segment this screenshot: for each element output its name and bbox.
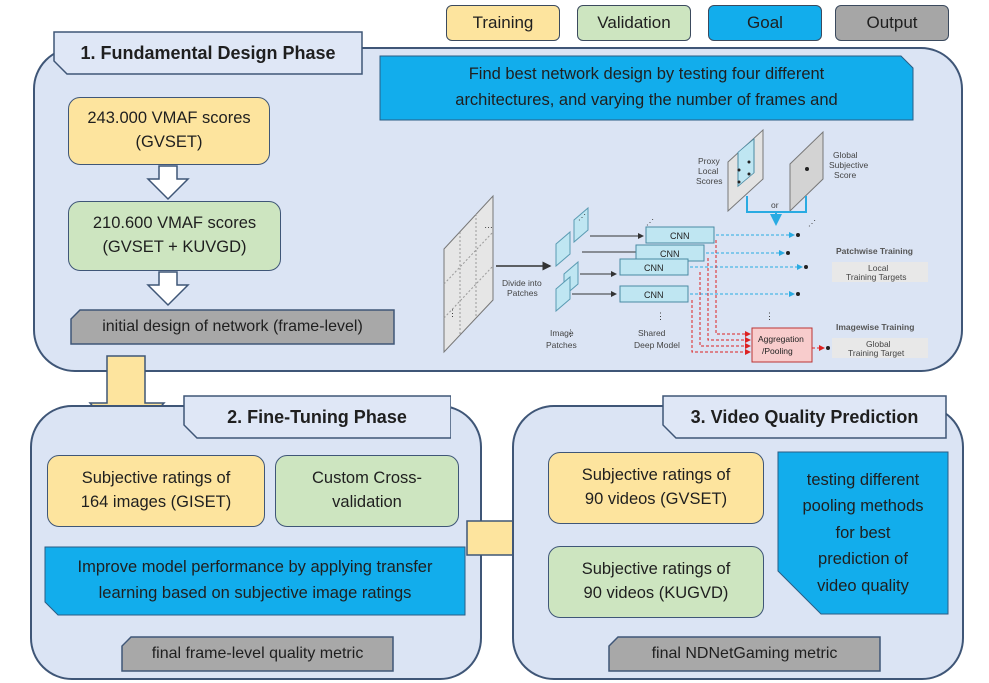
- down-arrow-icon: [146, 271, 190, 307]
- legend-training-label: Training: [472, 13, 534, 32]
- down-arrow-icon: [146, 165, 190, 201]
- input-image-shape: … ⋮: [443, 194, 494, 354]
- svg-text:⋰: ⋰: [808, 219, 816, 228]
- proxy-scores-shape: [727, 128, 764, 213]
- patchwise-title: Patchwise Training: [836, 246, 913, 256]
- phase1-title-shape: [53, 31, 363, 75]
- global-label-1: Global: [833, 150, 858, 160]
- phase3-goal-line3: for best: [835, 523, 891, 542]
- model-label-2: Deep Model: [634, 340, 680, 350]
- patchwise-target-2: Training Targets: [846, 272, 906, 282]
- imagewise-target-2: Training Target: [848, 348, 905, 358]
- patches-label-1: Image: [550, 328, 574, 338]
- phase2-output: final frame-level quality metric: [151, 645, 364, 662]
- imagewise-target-1: Global: [866, 339, 891, 349]
- phase2-title-shape: [183, 395, 451, 439]
- legend-output-label: Output: [866, 13, 918, 32]
- phase3-training-line2: 90 videos (GVSET): [584, 490, 728, 508]
- patchwise-target-1: Local: [868, 263, 888, 273]
- global-label-2: Subjective: [829, 160, 868, 170]
- phase3-goal-shape: [777, 451, 949, 615]
- phase2-training-line2: 164 images (GISET): [80, 493, 232, 511]
- phase1-validation-line2: (GVSET + KUVGD): [102, 238, 247, 256]
- phase3-title: 3. Video Quality Prediction: [690, 406, 919, 427]
- model-label-1: Shared: [638, 328, 666, 338]
- imagewise-title: Imagewise Training: [836, 322, 914, 332]
- phase3-validation-line2: 90 videos (KUGVD): [583, 584, 729, 602]
- phase2-goal-line1: Improve model performance by applying tr…: [77, 558, 433, 577]
- proxy-label-2: Local: [698, 166, 718, 176]
- phase1-title: 1. Fundamental Design Phase: [80, 42, 336, 63]
- phase2-validation-line1: Custom Cross-: [311, 469, 422, 488]
- legend-output: Output: [835, 5, 949, 41]
- phase1-goal-shape: [379, 55, 914, 121]
- phase1-validation-box: 210.600 VMAF scores (GVSET + KUVGD): [68, 201, 281, 271]
- phase1-training-box: 243.000 VMAF scores (GVSET): [68, 97, 270, 165]
- svg-text:⋮: ⋮: [448, 308, 457, 318]
- cnn-label: CNN: [660, 249, 680, 259]
- cnn-label: CNN: [670, 231, 690, 241]
- phase3-goal-line5: video quality: [817, 576, 909, 595]
- legend-training: Training: [446, 5, 560, 41]
- svg-text:⋰: ⋰: [646, 218, 654, 227]
- phase1-training-line2: (GVSET): [135, 133, 203, 151]
- phase2-output-shape: [121, 636, 394, 672]
- phase1-goal-line1: Find best network design by testing four…: [468, 65, 825, 84]
- phase2-goal-line2: learning based on subjective image ratin…: [98, 584, 412, 602]
- architecture-figure: … ⋮ Divide into Patches ⋮ ⋰ Image Patche…: [443, 128, 928, 363]
- phase1-goal: Find best network design by testing four…: [379, 55, 914, 121]
- phase3-goal: testing different pooling methods for be…: [777, 451, 949, 615]
- proxy-label-1: Proxy: [698, 156, 720, 166]
- legend-goal: Goal: [708, 5, 822, 41]
- phase3-title-shape: [662, 395, 947, 439]
- divide-label-1: Divide into: [502, 278, 542, 288]
- svg-text:⋮: ⋮: [656, 311, 665, 321]
- global-score-shape: [789, 130, 824, 213]
- svg-text:…: …: [484, 220, 493, 230]
- svg-text:⋮: ⋮: [566, 328, 575, 338]
- phase2-validation-line2: validation: [332, 493, 402, 511]
- phase2-panel: [30, 405, 482, 680]
- or-label: or: [771, 200, 779, 210]
- global-label-3: Score: [834, 170, 856, 180]
- legend-goal-label: Goal: [747, 13, 783, 32]
- patches-label-2: Patches: [546, 340, 577, 350]
- legend-validation: Validation: [577, 5, 691, 41]
- aggregation-label-2: /Pooling: [762, 346, 793, 356]
- phase3-validation-line1: Subjective ratings of: [581, 560, 731, 579]
- cnn-blocks: CNN CNN CNN CNN ⋮ ⋰: [619, 218, 715, 321]
- phase1-validation-line1: 210.600 VMAF scores: [92, 214, 257, 233]
- phase1-output: initial design of network (frame-level): [102, 318, 363, 335]
- divide-label-2: Patches: [507, 288, 538, 298]
- phase1-output-shape: [70, 309, 395, 345]
- svg-text:⋮: ⋮: [765, 311, 774, 321]
- phase3-training-line1: Subjective ratings of: [581, 466, 731, 485]
- phase3-training-box: Subjective ratings of 90 videos (GVSET): [548, 452, 764, 524]
- phase2-validation-box: Custom Cross- validation: [275, 455, 459, 527]
- phase3-output-shape: [608, 636, 881, 672]
- phase3-output: final NDNetGaming metric: [651, 645, 838, 662]
- phase3-goal-line2: pooling methods: [802, 497, 924, 516]
- phase1-goal-line2: architectures, and varying the number of…: [455, 91, 838, 109]
- phase1-training-line1: 243.000 VMAF scores: [87, 109, 251, 128]
- phase2-goal-shape: [44, 546, 466, 616]
- phase2-title: 2. Fine-Tuning Phase: [227, 406, 407, 427]
- phase2-goal: Improve model performance by applying tr…: [44, 546, 466, 616]
- phase3-goal-line1: testing different: [806, 471, 920, 490]
- svg-text:⋰: ⋰: [578, 213, 586, 222]
- phase2-training-line1: Subjective ratings of: [81, 469, 231, 488]
- cnn-label: CNN: [644, 290, 664, 300]
- legend-validation-label: Validation: [597, 13, 671, 32]
- cnn-label: CNN: [644, 263, 664, 273]
- phase2-training-box: Subjective ratings of 164 images (GISET): [47, 455, 265, 527]
- aggregation-label-1: Aggregation: [758, 334, 804, 344]
- phase3-goal-line4: prediction of: [818, 550, 908, 569]
- proxy-label-3: Scores: [696, 176, 722, 186]
- image-patches-shape: ⋮ ⋰: [555, 206, 589, 338]
- phase3-validation-box: Subjective ratings of 90 videos (KUGVD): [548, 546, 764, 618]
